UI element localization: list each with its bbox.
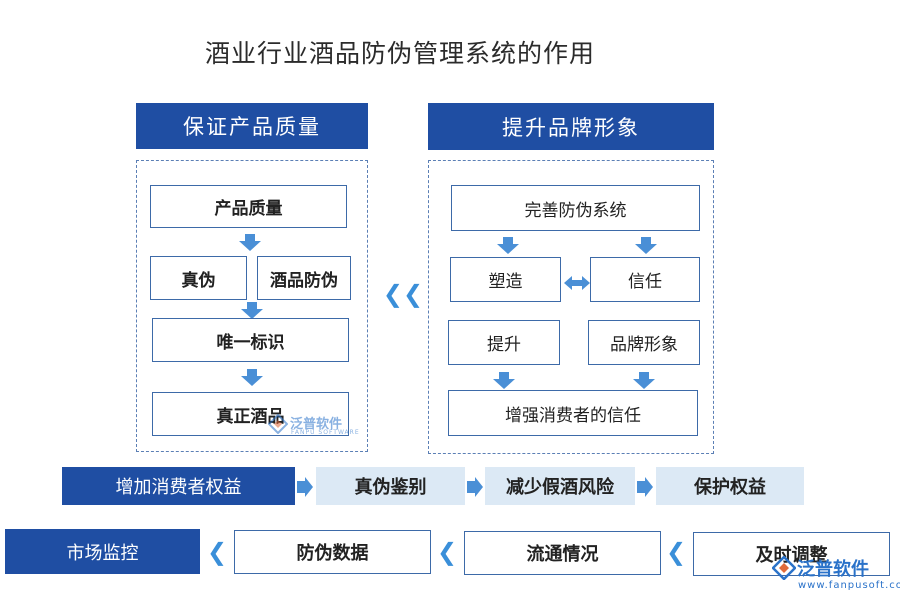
box-brand-image: 品牌形象 <box>588 320 700 365</box>
row1-step-authentication: 真伪鉴别 <box>316 467 465 505</box>
left-panel-frame <box>136 160 368 452</box>
box-product-quality: 产品质量 <box>150 185 347 228</box>
row2-step-adjust: 及时调整 <box>693 532 890 576</box>
down-arrow-icon <box>635 237 657 254</box>
box-enhance-trust: 增强消费者的信任 <box>448 390 698 436</box>
right-panel-header: 提升品牌形象 <box>428 103 714 150</box>
chevron-left-icon: ❮ <box>436 538 458 566</box>
box-improve: 提升 <box>448 320 560 365</box>
right-arrow-icon <box>297 477 313 497</box>
row2-step-circulation: 流通情况 <box>464 531 661 575</box>
down-arrow-icon <box>241 302 263 319</box>
watermark-small-sub: FANPU SOFTWARE <box>291 429 360 436</box>
box-genuine-wine: 真正酒品 <box>152 392 349 436</box>
row1-start-consumer-rights: 增加消费者权益 <box>62 467 295 505</box>
watermark-url: www.fanpusoft.com <box>798 580 900 591</box>
right-arrow-icon <box>637 477 653 497</box>
box-trust: 信任 <box>590 257 700 302</box>
down-arrow-icon <box>239 234 261 251</box>
down-arrow-icon <box>497 237 519 254</box>
right-arrow-icon <box>467 477 483 497</box>
watermark-brand: 泛普软件 <box>797 559 869 580</box>
down-arrow-icon <box>241 369 263 386</box>
page-title: 酒业行业酒品防伪管理系统的作用 <box>205 39 596 68</box>
box-complete-system: 完善防伪系统 <box>451 185 700 231</box>
row1-step-protect-rights: 保护权益 <box>656 467 804 505</box>
fanpu-logo-icon <box>772 556 796 580</box>
box-wine-anticounterfeit: 酒品防伪 <box>257 256 351 300</box>
left-panel-header: 保证产品质量 <box>136 103 368 149</box>
chevron-left-icon: ❮ <box>206 538 228 566</box>
down-arrow-icon <box>633 372 655 389</box>
box-shape: 塑造 <box>450 257 561 302</box>
row2-start-market-monitoring: 市场监控 <box>5 529 200 574</box>
right-panel-frame <box>428 160 714 454</box>
chevron-left-icon: ❮ <box>665 538 687 566</box>
row2-step-data: 防伪数据 <box>234 530 431 574</box>
fanpu-logo-icon <box>268 414 288 434</box>
box-unique-id: 唯一标识 <box>152 318 349 362</box>
double-chevron-left-icon: ❮❮ <box>382 280 424 308</box>
down-arrow-icon <box>493 372 515 389</box>
row1-step-reduce-risk: 减少假酒风险 <box>485 467 635 505</box>
double-arrow-icon <box>564 276 590 290</box>
watermark-small-brand: 泛普软件 <box>290 417 343 432</box>
box-authenticity: 真伪 <box>150 256 247 300</box>
